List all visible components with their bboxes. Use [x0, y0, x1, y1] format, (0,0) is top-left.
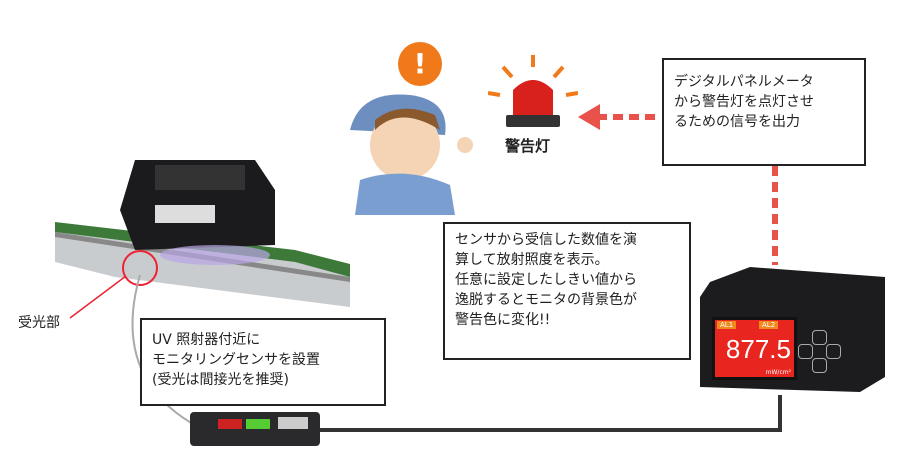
- alarm-tag-2: AL2: [759, 321, 779, 329]
- worker-illustration: [340, 85, 485, 215]
- uv-irradiator: [115, 150, 280, 265]
- alert-icon: !: [413, 47, 427, 80]
- signal-callout: デジタルパネルメータ から警告灯を点灯させ るための信号を出力: [662, 58, 866, 166]
- alarm-tag-1: AL1: [717, 321, 737, 329]
- meter-unit: mW/cm²: [765, 369, 791, 376]
- receiver-circle: [122, 250, 158, 286]
- meter-value: 877.5: [725, 334, 791, 364]
- sensor-callout: UV 照射器付近に モニタリングセンサを設置 (受光は間接光を推奨): [140, 318, 386, 406]
- meter-arrow-keys: [798, 330, 842, 374]
- digital-panel-meter: AL1 AL2 877.5 mW/cm²: [690, 262, 890, 397]
- sensor-amplifier: [190, 412, 320, 446]
- warning-light-label: 警告灯: [505, 137, 551, 155]
- compute-callout: センサから受信した数値を演 算して放射照度を表示。 任意に設定したしきい値から …: [443, 222, 691, 360]
- receiver-label: 受光部: [18, 315, 60, 331]
- warning-light-icon: [487, 55, 579, 133]
- alert-badge: !: [398, 42, 442, 86]
